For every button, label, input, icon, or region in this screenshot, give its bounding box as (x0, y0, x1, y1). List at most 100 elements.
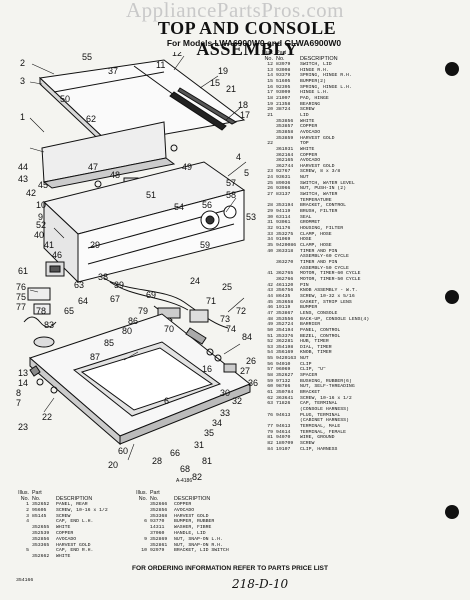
description: LENS, CONSOLE (300, 310, 338, 316)
part-no: 353365 (32, 542, 50, 548)
description: HINGE R.H. (300, 67, 329, 73)
part-no: 98786 (276, 384, 291, 390)
description: HARVEST GOLD (56, 542, 91, 548)
illus-no: 60 (267, 384, 273, 390)
description: SCREW, 10-32 x 5/16 (300, 293, 355, 299)
callout-67: 67 (110, 294, 120, 304)
part-no: 353857 (276, 124, 294, 130)
part-no: 362744 (276, 163, 294, 169)
description: PANEL, REAR (56, 502, 88, 507)
illus-no: 56 (267, 361, 273, 367)
part-no: 19119 (276, 305, 291, 311)
callout-78: 78 (36, 306, 46, 316)
callout-10: 10 (36, 200, 46, 210)
part-no: 83979 (276, 62, 291, 67)
illus-no: 3 (26, 513, 29, 519)
part-no: 356756 (276, 288, 294, 294)
callout-1: 1 (20, 112, 25, 122)
callout-64: 64 (78, 296, 88, 306)
callout-85: 85 (104, 338, 114, 348)
part-no: 354194 (276, 327, 294, 333)
description: TERMINAL, MALE (300, 424, 341, 429)
description: MOTOR, TIMER-50 CYCLE (300, 276, 361, 282)
part-no: 353658 (276, 299, 294, 305)
description: NUT (300, 175, 309, 181)
illus-no: 28 (267, 203, 273, 209)
description: AVOCADO (300, 158, 321, 164)
callout-14: 14 (18, 378, 28, 388)
description: WHITE (56, 525, 71, 531)
description: SPACER (300, 373, 318, 379)
illus-no: 17 (267, 90, 273, 96)
description: SPRING, HINGE L.H. (300, 84, 352, 90)
callout-47: 47 (88, 162, 98, 172)
illus-no: 40 (267, 248, 273, 254)
part-no: 92395 (276, 84, 291, 90)
description: CLIP, "U" (300, 367, 326, 373)
description: GASKET, STRIP LENS (300, 299, 352, 305)
description: MOTOR, TIMER-60 CYCLE (300, 271, 361, 277)
part-no: 92979 (150, 548, 165, 554)
callout-13: 13 (18, 368, 28, 378)
part-no: 352627 (276, 373, 294, 379)
description: BARRIER (300, 322, 321, 328)
illus-no: 48 (267, 316, 273, 322)
callout-72: 72 (236, 306, 246, 316)
parts-row: 353365 HARVEST GOLD (14, 543, 124, 549)
callout-11: 11 (156, 60, 165, 70)
illus-no: 19 (267, 101, 273, 107)
illus-no: 63 (267, 401, 273, 407)
part-no: 353858 (276, 129, 294, 135)
description: SWITCH, WATER (300, 192, 338, 198)
part-no: 352856 (150, 507, 168, 513)
part-no: 93631 (276, 175, 291, 181)
description: SEAL (300, 214, 312, 220)
illus-no: 81 (267, 435, 273, 441)
callout-39: 39 (114, 280, 124, 290)
part-no: 362281 (276, 339, 294, 345)
part-no: 92767 (276, 169, 291, 175)
parts-row: (CABINET HARNESS) (258, 418, 430, 424)
description: GROMMET (300, 220, 321, 226)
part-no: 9420163 (276, 356, 297, 362)
part-no: 97132 (276, 378, 291, 384)
illus-no: 2 (26, 507, 29, 513)
callout-33: 33 (220, 408, 230, 418)
illus-no: 20 (267, 107, 273, 113)
part-no: 353867 (276, 310, 294, 316)
callout-9: 9 (38, 212, 43, 222)
callout-43: 43 (18, 174, 28, 184)
description: BRUSH, FILTER (300, 209, 338, 215)
callout-55: 55 (82, 52, 92, 62)
description: NUT, SNAP-ON L.H. (174, 536, 223, 542)
illus-no: 22 (267, 141, 273, 147)
part-no: 356169 (276, 350, 294, 356)
illus-no: 18 (267, 95, 273, 101)
callout-27: 27 (240, 366, 250, 376)
illus-no: 58 (267, 373, 273, 379)
callout-3: 3 (20, 76, 25, 86)
description: CLAMP, HOSE (300, 231, 332, 237)
